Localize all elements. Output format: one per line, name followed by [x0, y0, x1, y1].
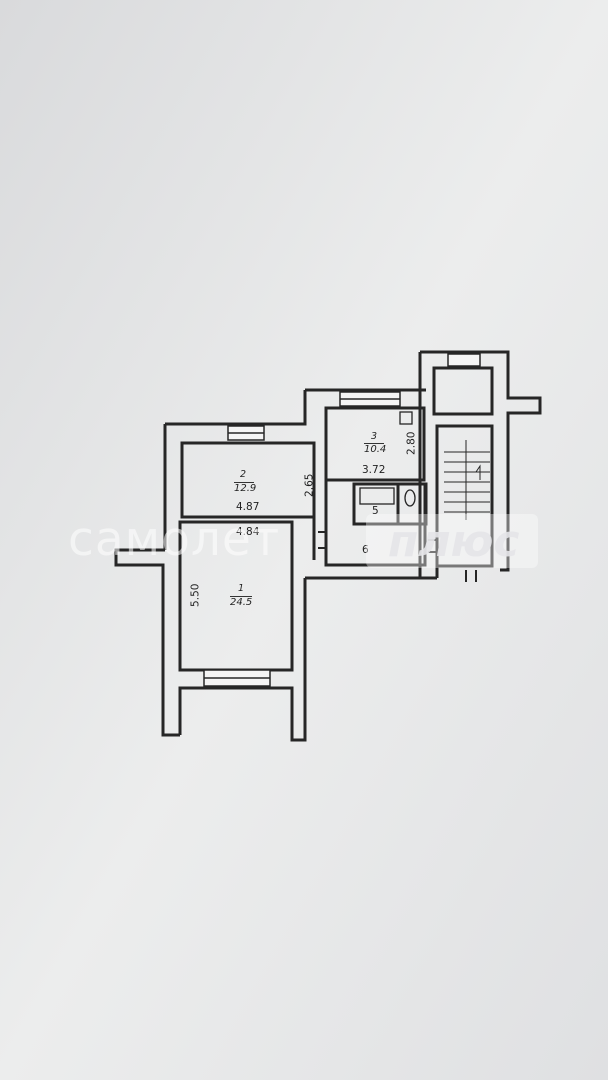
- room-3-width-dim: 3.72: [362, 464, 386, 476]
- room-5-number: 5: [372, 505, 379, 517]
- room-2-walls: [180, 441, 316, 519]
- room-3-walls: [324, 406, 426, 482]
- room-2-number: 2: [239, 469, 247, 480]
- watermark-suffix: плюс: [388, 516, 520, 567]
- room-1-width-dim: 4.84: [236, 526, 260, 538]
- toilet: [404, 489, 416, 507]
- stairwell-walls: [420, 350, 542, 572]
- room-2-width-dim: 4.87: [236, 501, 260, 513]
- room-6-number: 6: [362, 544, 369, 556]
- room-2-area: 12.9: [234, 482, 257, 494]
- room-1-area: 24.5: [230, 596, 253, 608]
- room-3-height-dim: 2.80: [405, 431, 418, 455]
- room-2-height-dim: 2.65: [303, 473, 316, 497]
- walls: [114, 350, 542, 742]
- stove: [399, 411, 413, 425]
- windows: [203, 353, 481, 687]
- stairs: [444, 440, 490, 520]
- room-1-height-dim: 5.50: [189, 583, 202, 607]
- bathtub: [359, 487, 395, 505]
- room-3-area: 10.4: [364, 443, 387, 455]
- room-1-number: 1: [237, 583, 245, 594]
- watermark-badge: плюс: [366, 514, 538, 568]
- fixtures: [359, 411, 416, 507]
- room-3-number: 3: [370, 431, 378, 442]
- watermark-brand: самолет: [68, 512, 281, 567]
- doors: [318, 531, 477, 582]
